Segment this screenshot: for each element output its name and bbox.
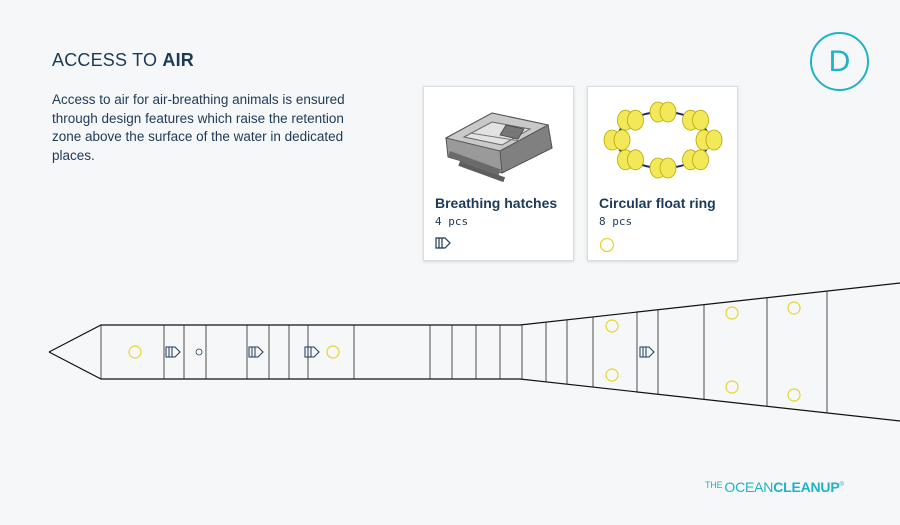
float-ring-image xyxy=(603,101,723,179)
logo-ocean: OCEAN xyxy=(724,479,774,495)
breathing-hatch-icon xyxy=(435,237,451,249)
logo-cleanup: CLEANUP xyxy=(773,479,840,495)
breathing-hatch-marker xyxy=(639,346,655,358)
barrier-diagram xyxy=(48,282,900,422)
card-name: Circular float ring xyxy=(599,195,716,211)
breathing-hatch-image xyxy=(444,112,553,183)
title-prefix: ACCESS TO xyxy=(52,50,163,70)
float-buoy xyxy=(603,129,631,151)
float-buoy xyxy=(682,109,709,131)
page-title: ACCESS TO AIR xyxy=(52,50,194,71)
small-point-marker xyxy=(195,348,203,356)
float-buoy xyxy=(695,129,723,151)
float-buoy xyxy=(617,109,644,131)
breathing-hatch-marker xyxy=(304,346,320,358)
section-badge: D xyxy=(810,32,869,91)
float-ring-marker xyxy=(787,301,801,315)
float-ring-marker xyxy=(725,380,739,394)
float-ring-marker xyxy=(787,388,801,402)
card-quantity: 4 pcs xyxy=(435,215,469,228)
float-ring-icon xyxy=(599,237,615,253)
description: Access to air for air-breathing animals … xyxy=(52,92,345,163)
float-ring-marker xyxy=(605,368,619,382)
card-quantity: 8 pcs xyxy=(599,215,633,228)
float-ring-marker xyxy=(128,345,142,359)
float-ring-marker xyxy=(326,345,340,359)
breathing-hatch-marker xyxy=(165,346,181,358)
card-name: Breathing hatches xyxy=(435,195,558,211)
title-emphasis: AIR xyxy=(162,50,194,70)
float-buoy xyxy=(649,157,677,179)
float-buoy xyxy=(649,101,677,123)
breathing-hatch-marker xyxy=(248,346,264,358)
float-ring-marker xyxy=(605,319,619,333)
segment-dividers xyxy=(100,291,828,413)
card-circular-float-ring: Circular float ring 8 pcs xyxy=(587,86,738,261)
barrier-outline xyxy=(48,282,900,422)
logo-mark: ® xyxy=(839,482,844,488)
float-buoy xyxy=(682,149,709,171)
diagram-markers xyxy=(128,301,801,402)
float-ring-marker xyxy=(725,306,739,320)
card-breathing-hatches: Breathing hatches 4 pcs xyxy=(423,86,574,261)
logo-the: THE xyxy=(705,480,723,490)
float-buoy xyxy=(617,149,644,171)
